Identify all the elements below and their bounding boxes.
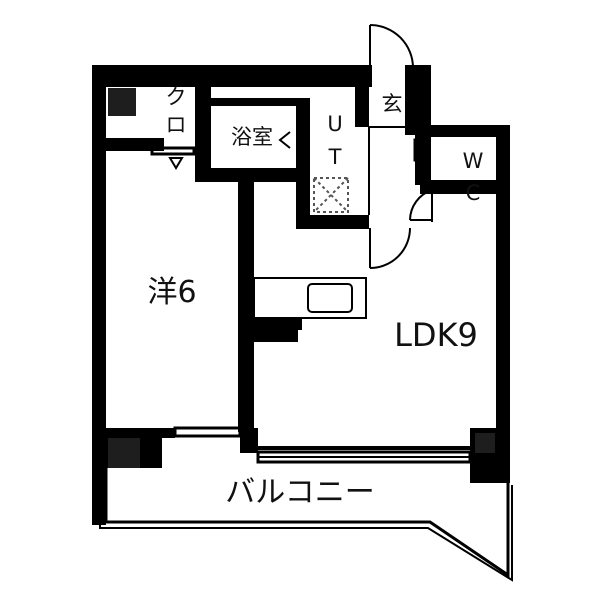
closet-label-1: ク: [166, 85, 187, 109]
utility-label-1: U: [327, 112, 342, 136]
columns: [108, 88, 495, 468]
washing-machine-pan: [313, 177, 349, 213]
balcony-label: バルコニー: [225, 475, 374, 510]
kitchen-counter: [253, 277, 367, 330]
bath-label: 浴室: [231, 125, 273, 149]
toilet-label-1: W: [463, 149, 484, 173]
room-labels: ク ロ 浴室 U T 玄 W C 洋6 LDK9 バルコニー: [147, 85, 483, 510]
wc-door: [409, 189, 433, 222]
toilet-label-2: C: [466, 181, 481, 205]
ldk-door: [369, 227, 411, 269]
entrance-door: [369, 24, 414, 69]
entrance-label: 玄: [382, 92, 403, 116]
bath-door: [278, 120, 301, 162]
ldk-label: LDK9: [394, 316, 478, 354]
windows: [173, 340, 472, 464]
hall-frame: [368, 126, 427, 215]
closet-door: [150, 146, 196, 170]
closet-label-2: ロ: [166, 113, 187, 137]
balcony-outline: [99, 468, 513, 582]
utility-label-2: T: [328, 145, 342, 169]
western-room-label: 洋6: [147, 275, 196, 310]
